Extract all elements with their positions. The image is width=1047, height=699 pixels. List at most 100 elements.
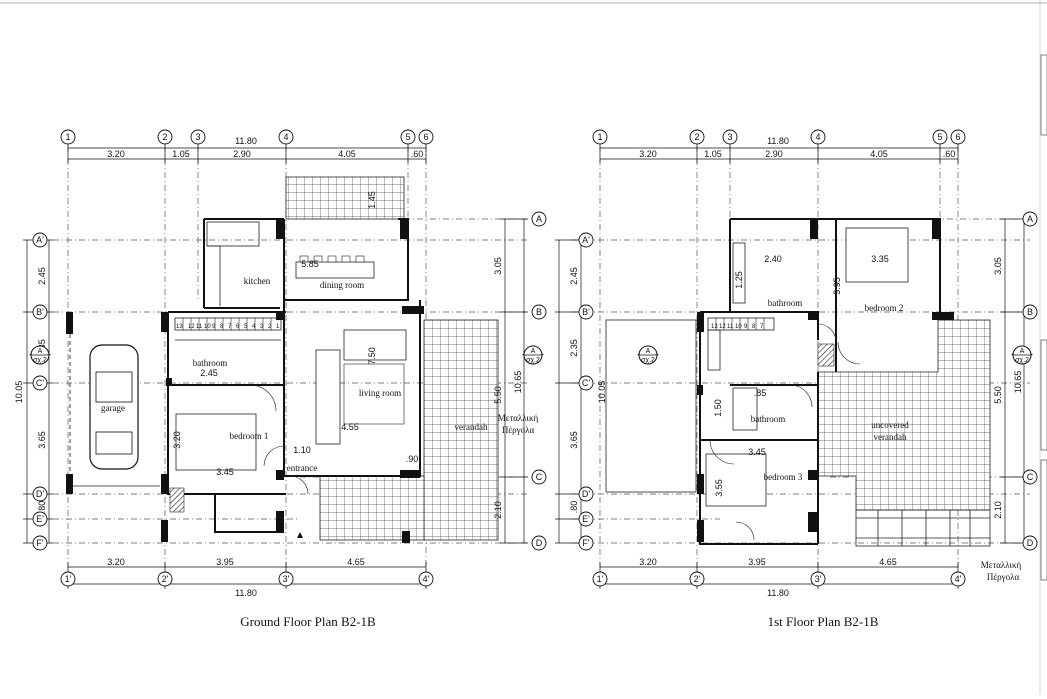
grid-bubble-right-circle bbox=[1022, 535, 1038, 551]
grid-bubble-right: A bbox=[536, 214, 542, 224]
left-dimension: 3.65 bbox=[569, 431, 579, 449]
grid-bubble-top-circle bbox=[810, 129, 826, 145]
grid-bubble-left-circle bbox=[578, 511, 594, 527]
structural-columns bbox=[697, 219, 954, 542]
grid-bubble-bottom-circle bbox=[592, 571, 608, 587]
grid-bubble-right-circle bbox=[1022, 211, 1038, 227]
stair-step-number: 4 bbox=[252, 324, 256, 330]
grid-bubble-left-circle bbox=[578, 232, 594, 248]
grid-bubble-top: 1 bbox=[597, 132, 602, 142]
inner-dimension: 1.50 bbox=[713, 399, 723, 417]
stair-step-number: 7 bbox=[760, 324, 764, 330]
stair-hatch bbox=[169, 487, 185, 513]
stair-step-number: 12 bbox=[188, 324, 195, 330]
interior-lines bbox=[707, 242, 775, 431]
grid-bubble-top-circle bbox=[932, 129, 948, 145]
room-label-kitchen: kitchen bbox=[244, 276, 271, 286]
interior-lines bbox=[70, 221, 282, 487]
section-mark-label: σχ.2 bbox=[641, 357, 655, 364]
grid-bubble-top-circle bbox=[592, 129, 608, 145]
stair-step-number: 9 bbox=[744, 324, 748, 330]
room-label-garage: garage bbox=[101, 403, 125, 413]
stair-step-number: 2 bbox=[268, 324, 272, 330]
plan-title-ground-floor: Ground Floor Plan B2-1B bbox=[240, 614, 376, 629]
grid-bubble-bottom-circle bbox=[689, 571, 705, 587]
right-overall-dimension: 10.65 bbox=[1013, 371, 1023, 394]
top-dimension: 2.90 bbox=[233, 149, 251, 159]
grid-bubble-right-circle bbox=[1022, 304, 1038, 320]
top-dimension: 4.05 bbox=[870, 149, 888, 159]
grid-bubble-top-circle bbox=[157, 129, 173, 145]
inner-dimension: 2.45 bbox=[200, 368, 218, 378]
inner-dimension: 1.10 bbox=[293, 445, 311, 455]
grid-bubble-top: 6 bbox=[955, 132, 960, 142]
left-dimension: .80 bbox=[569, 501, 579, 514]
grid-bubble-bottom-circle bbox=[157, 571, 173, 587]
stair-step-number: 12 bbox=[719, 324, 726, 330]
grid-bubble-top-circle bbox=[400, 129, 416, 145]
left-dimension: 2.35 bbox=[569, 339, 579, 357]
ground-floor-labels: 11.80 3.20 1.05 2.90 4.05 .60 3.20 3.95 … bbox=[14, 136, 538, 629]
room-label-bedroom-1: bedroom 1 bbox=[230, 431, 269, 441]
left-overall-dimension: 10.05 bbox=[597, 381, 607, 404]
right-dimension: 5.50 bbox=[993, 386, 1003, 404]
grid-bubble-top: 6 bbox=[423, 132, 428, 142]
left-dimension: 2.45 bbox=[37, 267, 47, 285]
section-mark-letter: A bbox=[38, 348, 43, 355]
first-floor-plan bbox=[555, 144, 1030, 589]
room-label-verandah: verandah bbox=[455, 422, 488, 432]
grid-bubble-left-circle bbox=[32, 304, 48, 320]
stair-step-number: 13 bbox=[176, 324, 183, 330]
room-label-entrance: entrance bbox=[287, 463, 317, 473]
stair-treads bbox=[182, 318, 272, 330]
grid-bubble-bottom: 4' bbox=[423, 574, 430, 584]
pergola-label-line-2: Πέργολα bbox=[502, 425, 535, 435]
grid-bubble-bottom-circle bbox=[60, 571, 76, 587]
top-dimension: 3.20 bbox=[639, 149, 657, 159]
stair-numbers: 13 12 11 10 9 8 7 bbox=[711, 324, 764, 330]
stair-step-number: 13 bbox=[711, 324, 718, 330]
grid-bubble-top: 5 bbox=[405, 132, 410, 142]
inner-dimension: 5.85 bbox=[301, 259, 319, 269]
right-dimension: 3.05 bbox=[493, 257, 503, 275]
grid-bubble-left-circle bbox=[32, 486, 48, 502]
top-dimension: 1.05 bbox=[172, 149, 190, 159]
grid-bubble-bottom: 1' bbox=[597, 574, 604, 584]
stair-step-number: 5 bbox=[244, 324, 248, 330]
stair-treads bbox=[715, 318, 765, 330]
bed-3 bbox=[705, 453, 767, 507]
walls bbox=[167, 218, 421, 533]
grid-bubble-right: A bbox=[1027, 214, 1033, 224]
grid-bubble-right-circle bbox=[531, 469, 547, 485]
overall-bottom-dimension: 11.80 bbox=[235, 588, 257, 598]
sofa-top bbox=[343, 329, 407, 361]
grid-bubble-top: 1 bbox=[65, 132, 70, 142]
grid-bubble-left-circle bbox=[578, 304, 594, 320]
grid-bubble-left-circle bbox=[578, 375, 594, 391]
stair-step-number: 10 bbox=[204, 324, 211, 330]
door-swings bbox=[249, 384, 309, 495]
bottom-dimension: 4.65 bbox=[879, 557, 897, 567]
left-dimension: .80 bbox=[37, 501, 47, 514]
grid-bubble-top: 3 bbox=[195, 132, 200, 142]
grid-bubble-bottom: 4' bbox=[955, 574, 962, 584]
section-mark-label: σχ.2 bbox=[33, 357, 47, 364]
grid-bubble-top-circle bbox=[689, 129, 705, 145]
grid-bubble-right: B bbox=[536, 307, 542, 317]
side-dimension-lines bbox=[23, 218, 528, 544]
section-mark-letter: A bbox=[646, 348, 651, 355]
grid-bubble-top: 5 bbox=[937, 132, 942, 142]
front-terrace-paving bbox=[285, 176, 405, 220]
grid-bubble-left-circle bbox=[32, 232, 48, 248]
inner-dimension: 3.20 bbox=[172, 431, 182, 449]
grid-bubble-bottom: 3' bbox=[283, 574, 290, 584]
section-mark-letter: A bbox=[531, 348, 536, 355]
garage-roof-outline bbox=[605, 319, 697, 493]
grid-bubble-right-circle bbox=[531, 211, 547, 227]
grid-bubble-top-circle bbox=[278, 129, 294, 145]
left-overall-dimension: 10.05 bbox=[14, 381, 24, 404]
section-mark-letter: A bbox=[1020, 348, 1025, 355]
grid-bubble-top: 2 bbox=[694, 132, 699, 142]
